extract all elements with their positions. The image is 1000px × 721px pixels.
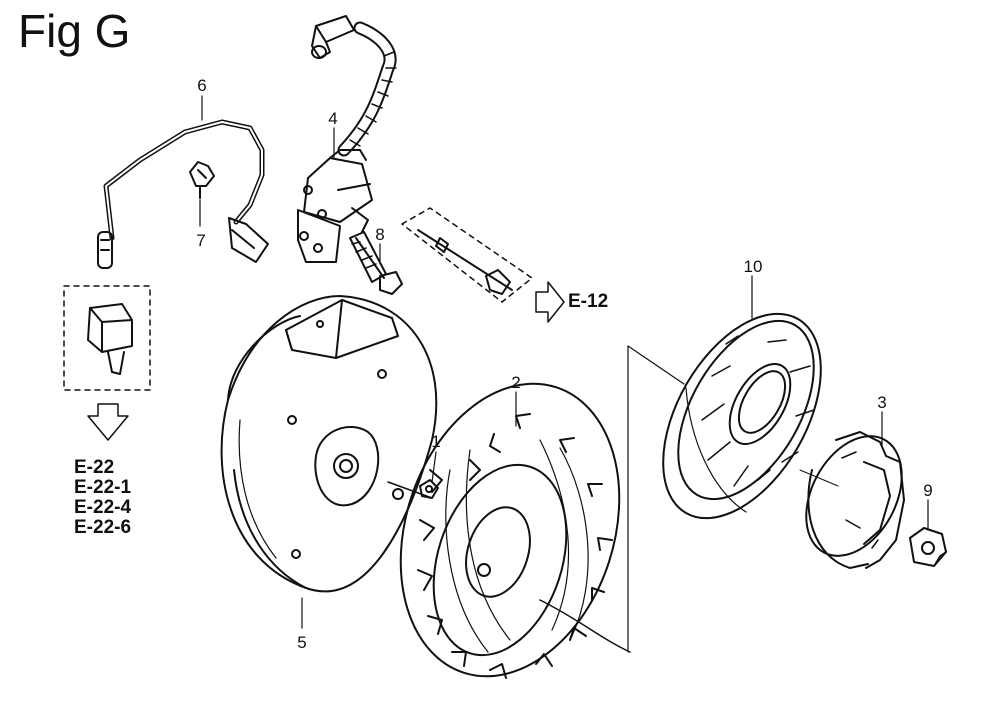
- cross-reference-e12[interactable]: E-12: [568, 291, 609, 312]
- starter-cup-illustration[interactable]: [787, 420, 921, 572]
- callout-2[interactable]: 2: [511, 373, 520, 392]
- section-ref[interactable]: E-22-6: [74, 517, 132, 538]
- ignition-coil-illustration[interactable]: [297, 15, 397, 263]
- callout-1[interactable]: 1: [431, 432, 440, 451]
- starter-pulley-illustration[interactable]: [631, 287, 854, 545]
- section-ref[interactable]: E-22-1: [74, 477, 132, 498]
- bolt-detail-box: [401, 207, 533, 303]
- arrow-right-icon: [535, 281, 565, 323]
- callout-10[interactable]: 10: [744, 257, 763, 276]
- callout-3[interactable]: 3: [877, 393, 886, 412]
- callout-9[interactable]: 9: [923, 481, 932, 500]
- callout-5[interactable]: 5: [297, 633, 306, 652]
- arrow-down-icon: [87, 403, 129, 441]
- section-ref[interactable]: E-22: [74, 457, 115, 478]
- flange-nut-illustration[interactable]: [909, 527, 947, 567]
- callout-6[interactable]: 6: [197, 76, 206, 95]
- fan-cover-illustration[interactable]: [220, 295, 438, 593]
- leader-lines: [199, 95, 929, 653]
- wire-clip-illustration[interactable]: [189, 161, 215, 199]
- flywheel-illustration[interactable]: [365, 355, 656, 705]
- figure-title: Fig G: [18, 5, 131, 57]
- washer-illustration[interactable]: [419, 479, 439, 499]
- section-reference-list: E-22 E-22-1 E-22-4 E-22-6: [74, 458, 131, 538]
- callout-7[interactable]: 7: [196, 231, 205, 250]
- terminal-detail-box: [63, 285, 151, 391]
- callout-8[interactable]: 8: [375, 225, 384, 244]
- callout-4[interactable]: 4: [328, 109, 337, 128]
- flange-bolt-illustration[interactable]: [349, 231, 403, 295]
- high-tension-lead-illustration[interactable]: [97, 119, 269, 269]
- callout-labels: 1 2 3 4 5 6 7 8 9 10: [196, 76, 932, 652]
- section-ref[interactable]: E-22-4: [74, 497, 132, 518]
